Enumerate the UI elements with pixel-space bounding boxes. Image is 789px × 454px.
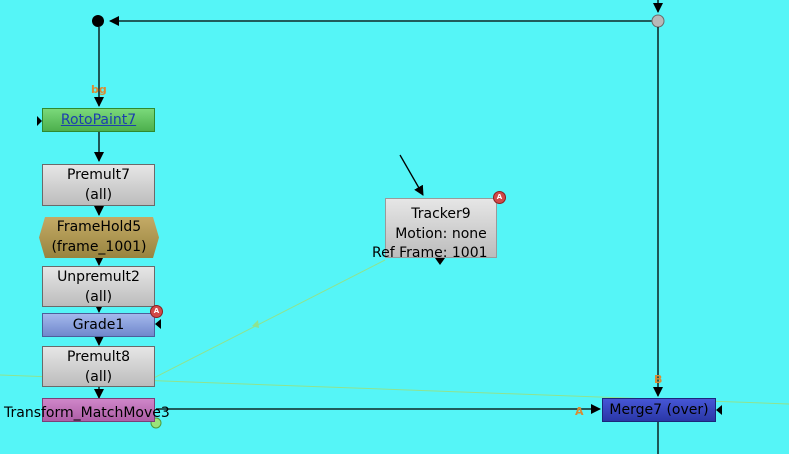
node-unpremult2[interactable]: Unpremult2 (all) xyxy=(42,266,155,307)
node-framehold5-title: FrameHold5 xyxy=(56,219,142,235)
rotopaint-left-arrow xyxy=(37,116,42,126)
node-rotopaint7-label: RotoPaint7 xyxy=(60,112,137,128)
rotopaint-input-tag-bg: bg xyxy=(91,83,107,96)
node-grade1-label: Grade1 xyxy=(72,317,125,333)
node-tracker9-ref-frame: Ref Frame: 1001 xyxy=(372,245,488,261)
node-unpremult2-title: Unpremult2 xyxy=(57,269,140,285)
dot-node-left[interactable] xyxy=(92,15,104,27)
merge7-input-a-tag: A xyxy=(575,405,584,418)
grade-mask-arrow xyxy=(155,319,161,329)
node-tracker9[interactable]: Tracker9 Motion: none xyxy=(385,198,497,258)
node-premult7-title: Premult7 xyxy=(66,167,131,183)
node-framehold5-frame: (frame_1001) xyxy=(51,239,147,255)
node-premult8[interactable]: Premult8 (all) xyxy=(42,346,155,387)
node-grade1[interactable]: Grade1 xyxy=(42,313,155,337)
node-framehold5[interactable]: FrameHold5 (frame_1001) xyxy=(39,217,159,258)
link-arrow-mid xyxy=(252,320,259,328)
node-unpremult2-channels: (all) xyxy=(84,289,113,305)
node-tracker9-title: Tracker9 xyxy=(411,206,471,222)
node-premult8-channels: (all) xyxy=(84,369,113,385)
tracker9-animated-badge: A xyxy=(493,191,506,204)
node-premult8-title: Premult8 xyxy=(66,349,131,365)
node-transform-matchmove3[interactable] xyxy=(42,398,155,422)
node-merge7-label: Merge7 (over) xyxy=(609,402,709,418)
node-rotopaint7[interactable]: RotoPaint7 xyxy=(42,108,155,132)
merge7-input-b-tag: B xyxy=(654,373,663,386)
node-premult7-channels: (all) xyxy=(84,187,113,203)
edge-tracker-input[interactable] xyxy=(399,154,424,196)
grade1-animated-badge: A xyxy=(150,305,163,318)
dot-node-right[interactable] xyxy=(651,14,665,28)
tracker-output-arrow xyxy=(435,258,445,265)
node-transform-matchmove3-label: Transform_MatchMove3 xyxy=(4,405,170,421)
node-premult7[interactable]: Premult7 (all) xyxy=(42,164,155,206)
merge-mask-arrow xyxy=(716,405,722,415)
node-merge7[interactable]: Merge7 (over) xyxy=(602,398,716,422)
link-tracker-to-transform xyxy=(137,259,386,387)
node-tracker9-motion: Motion: none xyxy=(395,226,487,242)
